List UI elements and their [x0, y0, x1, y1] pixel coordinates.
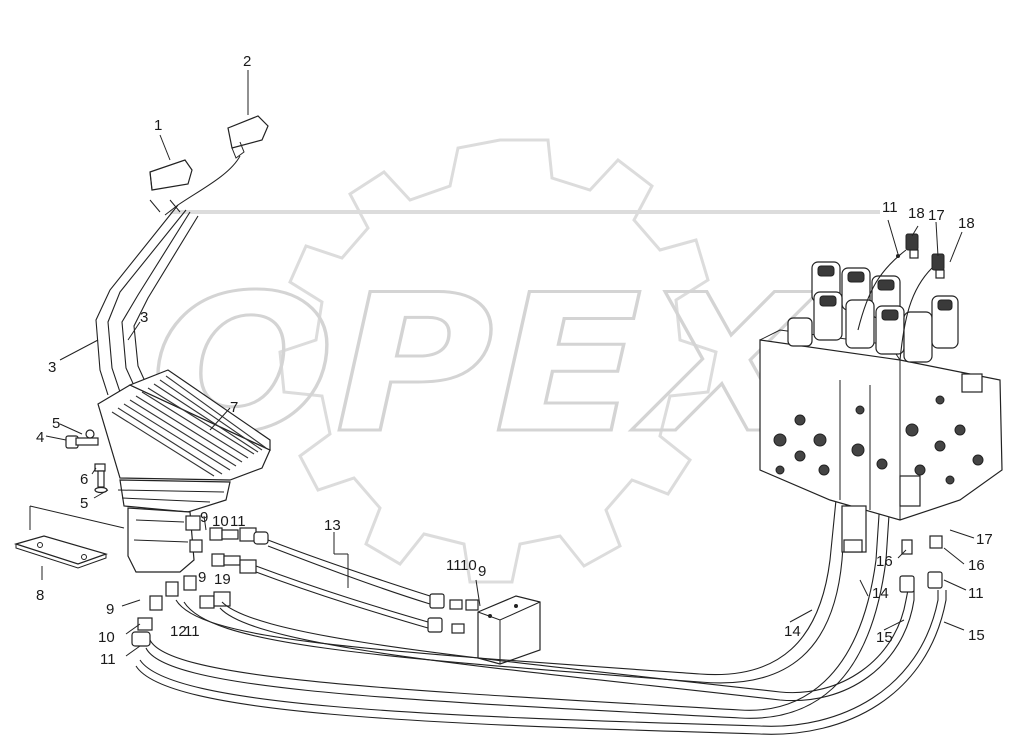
callout-7: 7	[230, 399, 238, 416]
callout-9-left: 9	[106, 601, 114, 618]
callout-9-block: 9	[478, 563, 486, 580]
part-4-bolt	[65, 429, 99, 449]
callout-5-lower: 5	[80, 495, 88, 512]
part-7-pedal	[97, 369, 271, 513]
callout-18-top-left: 18	[908, 205, 925, 222]
callout-11-left: 11	[100, 651, 116, 668]
callout-4: 4	[36, 429, 44, 446]
callout-3-lower: 3	[48, 359, 56, 376]
callout-14-left: 14	[784, 623, 801, 640]
leader-lines	[41, 70, 975, 657]
callout-16-left: 16	[876, 553, 893, 570]
callout-15-right: 15	[968, 627, 985, 644]
callout-8: 8	[36, 587, 44, 604]
callout-17-bottom: 17	[976, 531, 993, 548]
callout-11-top: 11	[882, 199, 898, 216]
callout-12: 12	[170, 623, 187, 640]
callout-3-upper: 3	[140, 309, 148, 326]
callout-9-mid: 9	[198, 569, 206, 586]
fittings-pilot	[131, 527, 269, 647]
callout-11-block: 11	[446, 557, 462, 574]
callout-11-pilot: 11	[230, 513, 246, 530]
callout-16-right: 16	[968, 557, 985, 574]
part-6-bolt	[94, 463, 108, 494]
callout-18-top-right: 18	[958, 215, 975, 232]
plate-leader	[29, 505, 125, 530]
part-1-grip	[149, 159, 193, 191]
callout-15-left: 15	[876, 629, 893, 646]
callout-11-right: 11	[968, 585, 984, 602]
watermark-gear-outline	[278, 138, 718, 584]
callout-2: 2	[243, 53, 251, 70]
watermark	[170, 138, 880, 584]
grip-wire	[164, 155, 241, 216]
callout-6: 6	[80, 471, 88, 488]
fittings-bottom-right	[899, 535, 943, 593]
main-control-valve	[759, 261, 1003, 553]
part-2-grip	[227, 115, 269, 159]
pilot-valve-body	[127, 507, 203, 573]
callout-19: 19	[214, 571, 231, 588]
callout-17-top: 17	[928, 207, 945, 224]
callout-5-upper: 5	[52, 415, 60, 432]
callout-13: 13	[324, 517, 341, 534]
part-3-levers	[95, 199, 199, 396]
callout-9-pilot: 9	[200, 509, 208, 526]
callout-1: 1	[154, 117, 162, 134]
manifold-block	[477, 595, 541, 665]
long-hoses	[135, 479, 947, 735]
callout-10-left: 10	[98, 629, 115, 646]
callout-14-right: 14	[872, 585, 889, 602]
part-8-plate	[13, 535, 108, 569]
part-13-hoses	[255, 539, 479, 634]
callout-11-mid: 11	[184, 623, 200, 640]
callout-labels: 1 2 3 3 5 4 6 5 7 8 9 10 11 13 9 19 9 12…	[36, 53, 993, 668]
fittings-top	[857, 233, 945, 361]
callout-10-pilot: 10	[212, 513, 229, 530]
callout-10-block: 10	[460, 557, 477, 574]
